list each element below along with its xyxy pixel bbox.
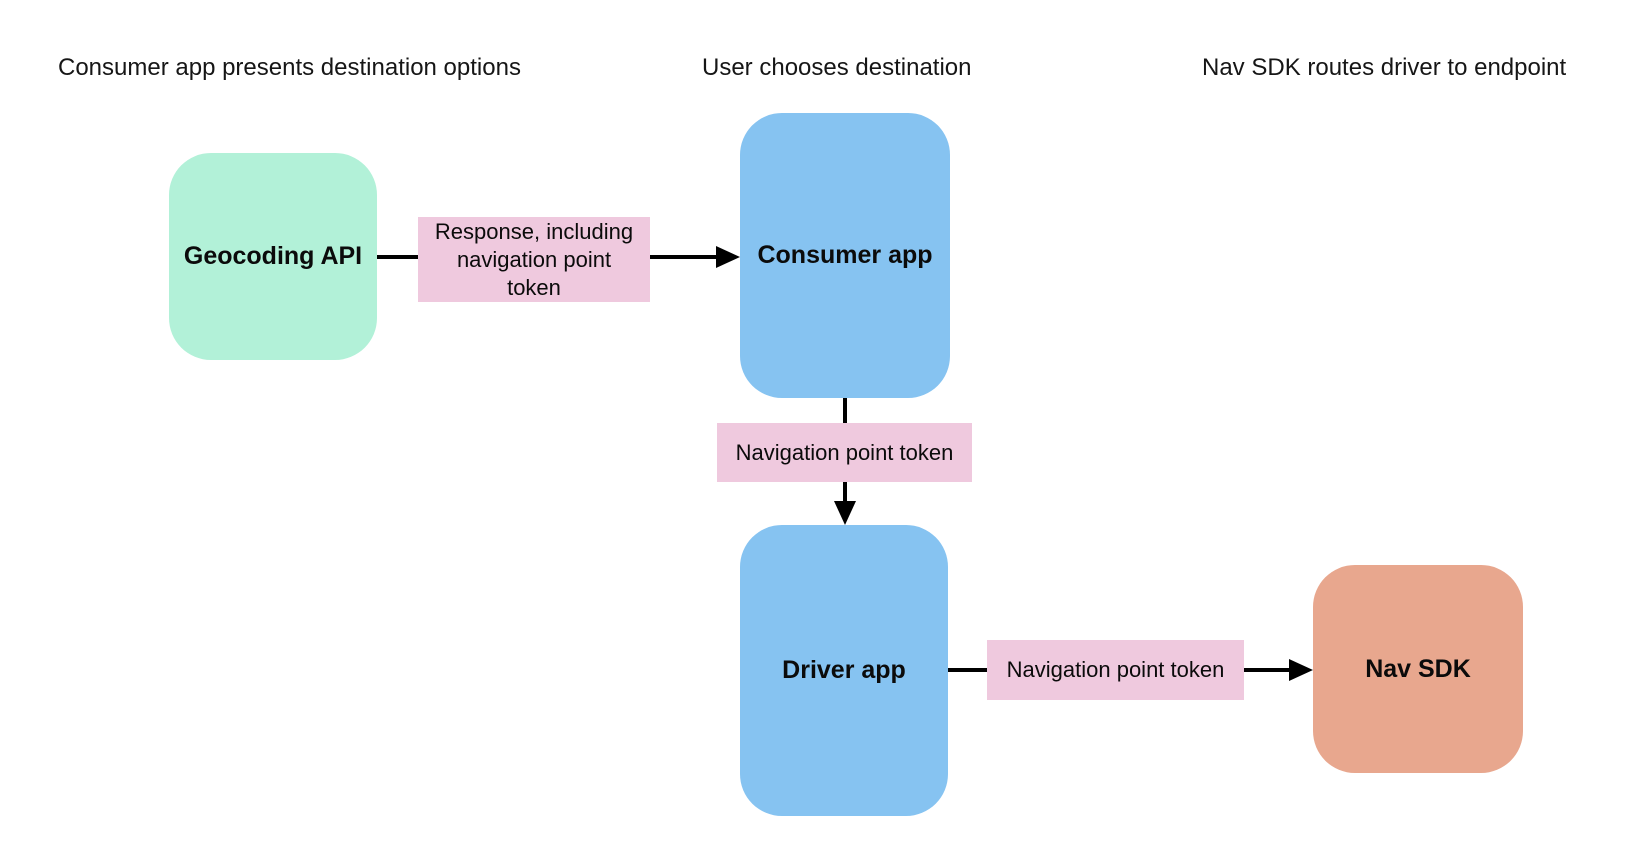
edge-label-response-including-token: Response, including navigation point tok… <box>418 217 650 302</box>
arrowhead-down-icon <box>834 501 856 525</box>
edge-line-label-to-consumer <box>650 255 718 259</box>
edge-label-navigation-point-token-right: Navigation point token <box>987 640 1244 700</box>
edge-label-navigation-point-token-mid: Navigation point token <box>717 423 972 482</box>
lane-header-consumer-presents-options: Consumer app presents destination option… <box>58 54 521 81</box>
edge-line-geocoding-to-label <box>377 255 418 259</box>
lane-header-user-chooses-destination: User chooses destination <box>702 54 972 81</box>
arrowhead-right-icon <box>716 246 740 268</box>
lane-header-nav-sdk-routes-driver: Nav SDK routes driver to endpoint <box>1202 54 1567 81</box>
node-geocoding-api: Geocoding API <box>169 153 377 360</box>
edge-line-consumer-to-label <box>843 398 847 424</box>
edge-line-label-to-driver <box>843 482 847 503</box>
node-consumer-app: Consumer app <box>740 113 950 398</box>
edge-line-driver-to-label <box>948 668 987 672</box>
node-nav-sdk: Nav SDK <box>1313 565 1523 773</box>
arrowhead-right-icon <box>1289 659 1313 681</box>
edge-line-label-to-navsdk <box>1244 668 1291 672</box>
node-driver-app: Driver app <box>740 525 948 816</box>
